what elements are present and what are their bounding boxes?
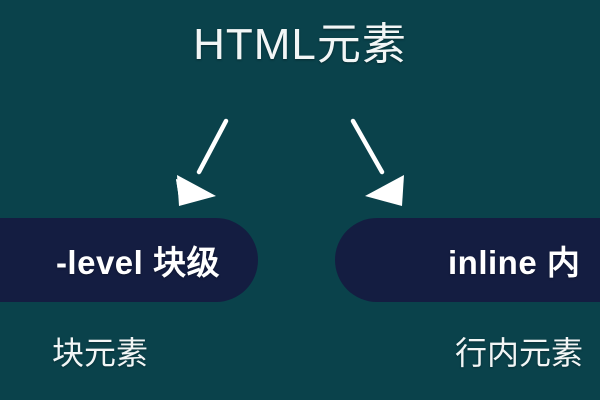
node-block-level-label: -level 块级 <box>55 244 220 281</box>
caption-inline-element: 行内元素 <box>455 335 584 371</box>
diagram-title: HTML元素 <box>193 20 407 69</box>
node-block-level[interactable]: -level 块级 <box>0 218 258 302</box>
node-inline[interactable]: inline 内 <box>335 218 600 302</box>
arrow-to-block-icon <box>176 118 229 206</box>
arrow-to-inline-icon <box>350 118 404 206</box>
caption-block-element: 块元素 <box>51 335 148 371</box>
node-inline-label: inline 内 <box>448 244 581 281</box>
